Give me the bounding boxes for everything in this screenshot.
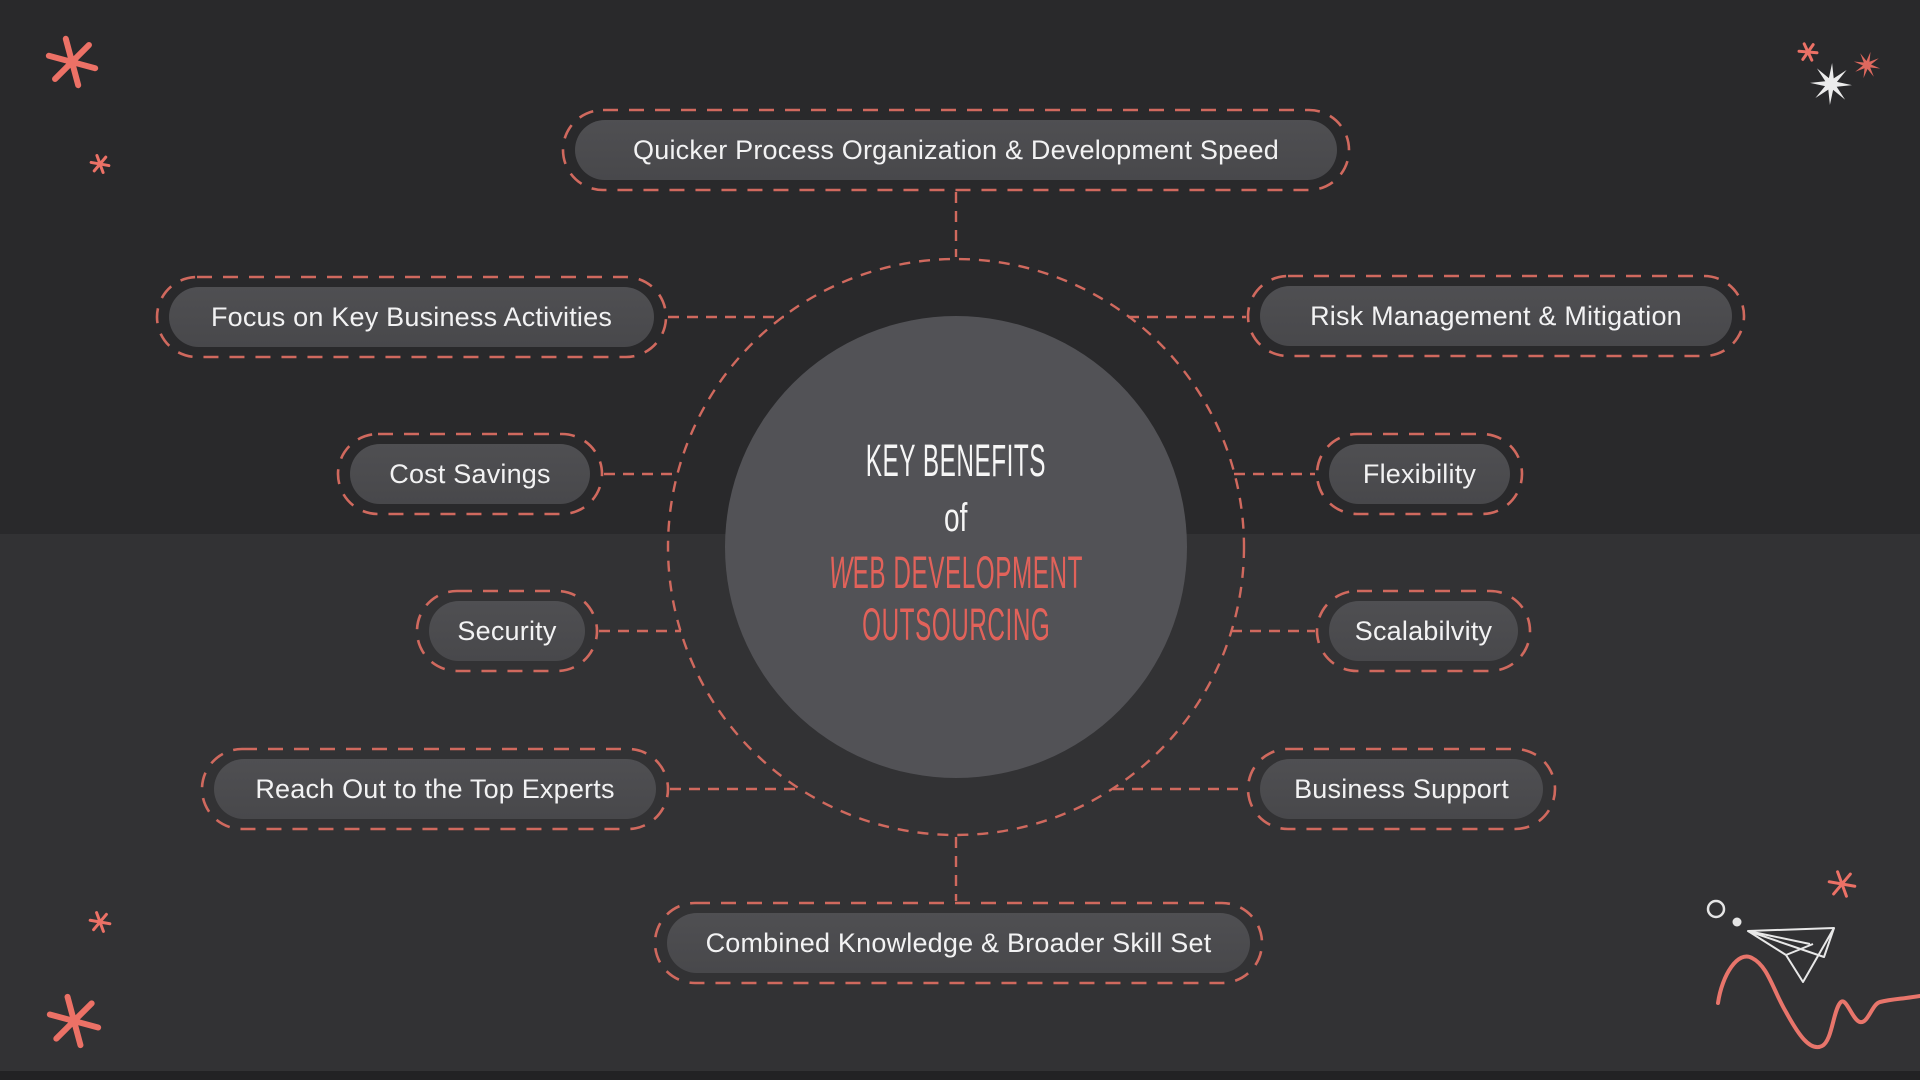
benefit-label: Cost Savings — [389, 458, 551, 489]
benefit-label: Scalabilvity — [1354, 615, 1493, 646]
outline-quicker — [561, 108, 1351, 192]
central-title-accent-line1: WEB DEVELOPMENT — [656, 545, 1256, 601]
benefit-pill-cost: Cost Savings — [350, 444, 590, 504]
outline-experts — [200, 747, 670, 831]
asterisk-doodles — [45, 35, 1857, 1049]
dashed-orbit-ring — [666, 257, 1246, 837]
central-title-block: KEY BENEFITS of WEB DEVELOPMENT OUTSOURC… — [656, 420, 1256, 680]
dot-icon — [1732, 917, 1742, 927]
benefit-label: Risk Management & Mitigation — [1310, 300, 1682, 331]
outline-focus — [155, 275, 668, 359]
central-title-top: KEY BENEFITS — [865, 435, 1047, 486]
outline-knowledge — [653, 901, 1264, 985]
outline-cost — [336, 432, 604, 516]
benefit-pill-knowledge: Combined Knowledge & Broader Skill Set — [667, 913, 1250, 973]
central-title-accent-line2: OUTSOURCING — [861, 599, 1051, 650]
background-bottom-strip — [0, 1071, 1920, 1080]
benefit-label: Focus on Key Business Activities — [210, 301, 613, 332]
accent-rest: EB DEVELOPMENT — [852, 547, 1083, 598]
benefit-pill-quicker: Quicker Process Organization & Developme… — [575, 120, 1337, 180]
benefit-pill-focus: Focus on Key Business Activities — [169, 287, 654, 347]
benefit-pill-flexibility: Flexibility — [1329, 444, 1510, 504]
pill-dashed-outlines — [155, 108, 1746, 985]
circle-doodle-icon — [1706, 899, 1726, 919]
central-title-mid: of — [944, 496, 968, 540]
benefit-label: Reach Out to the Top Experts — [255, 773, 615, 804]
benefit-pill-security: Security — [429, 601, 585, 661]
paper-plane-icon — [1747, 927, 1835, 983]
squiggle-line-icon — [1716, 954, 1920, 1050]
benefit-pill-experts: Reach Out to the Top Experts — [214, 759, 656, 819]
benefit-pill-risk: Risk Management & Mitigation — [1260, 286, 1732, 346]
asterisk-icon — [89, 154, 111, 174]
asterisk-icon — [45, 35, 99, 89]
outline-risk — [1246, 274, 1746, 358]
central-circle — [725, 316, 1187, 778]
outline-security — [415, 589, 599, 673]
asterisk-icon — [46, 993, 102, 1049]
outline-scalability — [1315, 589, 1532, 673]
asterisk-icon — [1797, 42, 1819, 62]
benefit-label: Security — [457, 615, 557, 646]
outline-flexibility — [1315, 432, 1524, 516]
benefit-label: Quicker Process Organization & Developme… — [633, 134, 1279, 165]
sparkle-star-icon-white — [1810, 63, 1852, 105]
benefit-pill-scalability: Scalabilvity — [1329, 601, 1518, 661]
benefit-label: Combined Knowledge & Broader Skill Set — [705, 927, 1212, 958]
accent-initial: W — [829, 547, 853, 598]
outline-support — [1246, 747, 1557, 831]
benefit-label: Flexibility — [1362, 458, 1477, 489]
asterisk-icon — [1827, 870, 1857, 898]
sparkle-star-icon-coral — [1853, 51, 1881, 79]
dashed-connectors — [599, 192, 1315, 901]
benefit-pill-support: Business Support — [1260, 759, 1543, 819]
asterisk-icon — [88, 911, 112, 933]
benefit-label: Business Support — [1294, 773, 1509, 804]
